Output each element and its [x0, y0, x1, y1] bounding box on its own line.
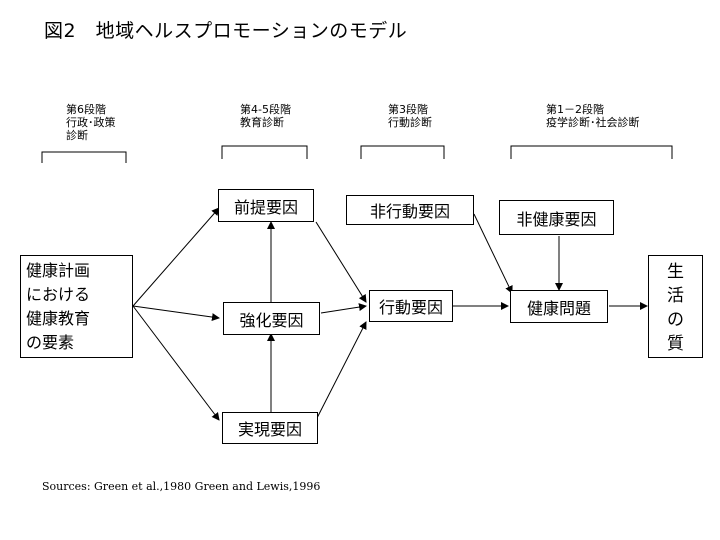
phase-4-5-bracket	[221, 145, 308, 159]
phase-6-line: 第6段階	[66, 103, 106, 116]
phase-3-line: 第3段階	[388, 103, 428, 116]
arrow-predisposing-to-behavioral	[315, 221, 367, 303]
phase-6-label: 第6段階 行政･政策 診断	[66, 103, 116, 142]
quality-of-life-box: 生 活 の 質	[648, 255, 703, 358]
quality-of-life-char: の	[667, 310, 684, 330]
phase-6-line: 行政･政策	[66, 116, 116, 129]
page-title: 図2 地域ヘルスプロモーションのモデル	[44, 20, 408, 42]
phase-1-2-bracket	[510, 145, 673, 159]
phase-3-label: 第3段階 行動診断	[388, 103, 432, 129]
phase-3-bracket	[360, 145, 445, 159]
arrow-enabling-to-behavioral	[315, 321, 367, 421]
enabling-factor-box: 実現要因	[222, 412, 318, 444]
phase-6-bracket	[41, 151, 127, 163]
health-program-line: 健康教育	[26, 309, 91, 328]
phase-4-5-line: 第4-5段階	[240, 103, 291, 116]
arrow-reinforcing-to-behavioral	[320, 303, 367, 314]
phase-1-2-line: 疫学診断･社会診断	[546, 116, 640, 129]
phase-1-2-label: 第1－2段階 疫学診断･社会診断	[546, 103, 640, 129]
predisposing-factor-box: 前提要因	[218, 189, 314, 222]
health-program-line: における	[26, 285, 91, 304]
nonbehavioral-factor-box: 非行動要因	[346, 195, 474, 225]
phase-4-5-label: 第4-5段階 教育診断	[240, 103, 291, 129]
arrow-nonbehavioral-to-health	[473, 213, 513, 294]
phase-6-line: 診断	[66, 129, 88, 142]
behavioral-factor-box: 行動要因	[369, 290, 453, 322]
arrow-program-to-reinforcing	[132, 305, 220, 321]
health-program-line: 健康計画	[26, 261, 91, 280]
health-problem-box: 健康問題	[510, 290, 608, 323]
arrow-program-to-predisposing	[132, 207, 220, 307]
source-citation: Sources: Green et al.,1980 Green and Lew…	[42, 480, 321, 493]
reinforcing-factor-box: 強化要因	[223, 302, 320, 335]
arrow-program-to-enabling	[132, 305, 220, 421]
phase-1-2-line: 第1－2段階	[546, 103, 604, 116]
phase-3-line: 行動診断	[388, 116, 432, 129]
health-program-box: 健康計画 における 健康教育 の要素	[20, 255, 133, 358]
nonhealth-factor-box: 非健康要因	[499, 200, 614, 235]
quality-of-life-char: 生	[667, 262, 684, 282]
phase-4-5-line: 教育診断	[240, 116, 284, 129]
health-program-line: の要素	[26, 333, 75, 352]
quality-of-life-char: 活	[667, 286, 684, 306]
quality-of-life-char: 質	[667, 334, 684, 354]
